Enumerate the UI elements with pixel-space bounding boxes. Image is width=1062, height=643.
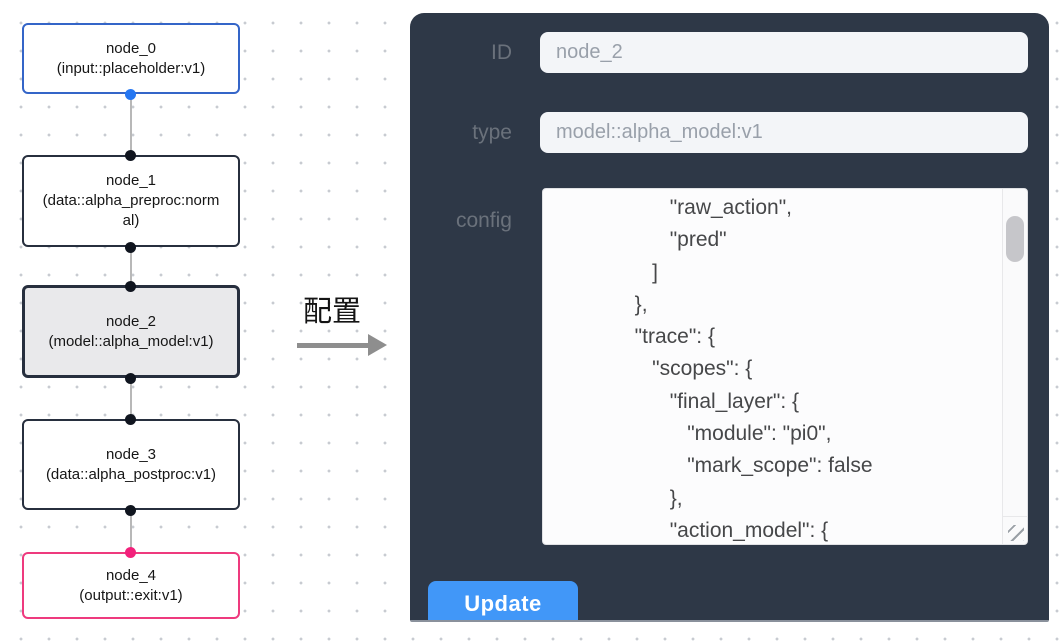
right-arrow-icon (368, 334, 387, 356)
node-config-panel: ID type config "raw_action", "pred" ] },… (410, 13, 1049, 622)
node-title: node_2 (105, 312, 157, 330)
config-field-label: config (455, 209, 512, 232)
node-title: node_1 (105, 172, 157, 189)
configure-annotation: 配置 (302, 296, 361, 328)
right-arrow-shaft (297, 343, 369, 348)
node-subtitle: (model::alpha_model:v1) (48, 332, 214, 350)
config-textarea[interactable]: "raw_action", "pred" ] }, "trace": { "sc… (542, 188, 1028, 545)
node-0[interactable]: node_0 (input::placeholder:v1) (22, 23, 240, 94)
node-3[interactable]: node_3 (data::alpha_postproc:v1) (22, 419, 240, 510)
port-node3-input[interactable] (125, 414, 136, 425)
node-title: node_3 (105, 445, 157, 463)
node-title: node_4 (105, 566, 157, 584)
node-subtitle: (output::exit:v1) (79, 586, 183, 604)
type-input[interactable] (540, 112, 1028, 153)
edge-node1-node2 (130, 247, 132, 286)
resize-handle-icon[interactable] (1008, 525, 1024, 541)
port-node3-output[interactable] (125, 505, 136, 516)
node-subtitle: (data::alpha_postproc:v1) (45, 465, 217, 483)
config-scroll-corner (1002, 516, 1027, 544)
port-node1-output[interactable] (125, 242, 136, 253)
config-json-text[interactable]: "raw_action", "pred" ] }, "trace": { "sc… (634, 196, 873, 542)
port-node2-input[interactable] (125, 281, 136, 292)
edge-node2-node3 (130, 378, 132, 419)
node-title: node_0 (105, 39, 157, 57)
config-scrollbar-thumb[interactable] (1006, 216, 1024, 262)
node-subtitle: (data::alpha_preproc:normal) (42, 192, 220, 229)
node-1[interactable]: node_1 (data::alpha_preproc:normal) (22, 155, 240, 247)
edge-node3-node4 (130, 510, 132, 552)
id-field-label: ID (491, 41, 512, 64)
id-input[interactable] (540, 32, 1028, 73)
port-node1-input[interactable] (125, 150, 136, 161)
update-button[interactable]: Update (428, 581, 578, 620)
node-2-selected[interactable]: node_2 (model::alpha_model:v1) (22, 285, 240, 378)
node-subtitle: (input::placeholder:v1) (56, 59, 206, 77)
edge-node0-node1 (130, 94, 132, 155)
config-scrollbar-track[interactable] (1002, 189, 1027, 518)
node-4[interactable]: node_4 (output::exit:v1) (22, 552, 240, 619)
port-node2-output[interactable] (125, 373, 136, 384)
port-node4-input[interactable] (125, 547, 136, 558)
port-node0-output[interactable] (125, 89, 136, 100)
type-field-label: type (472, 121, 512, 144)
